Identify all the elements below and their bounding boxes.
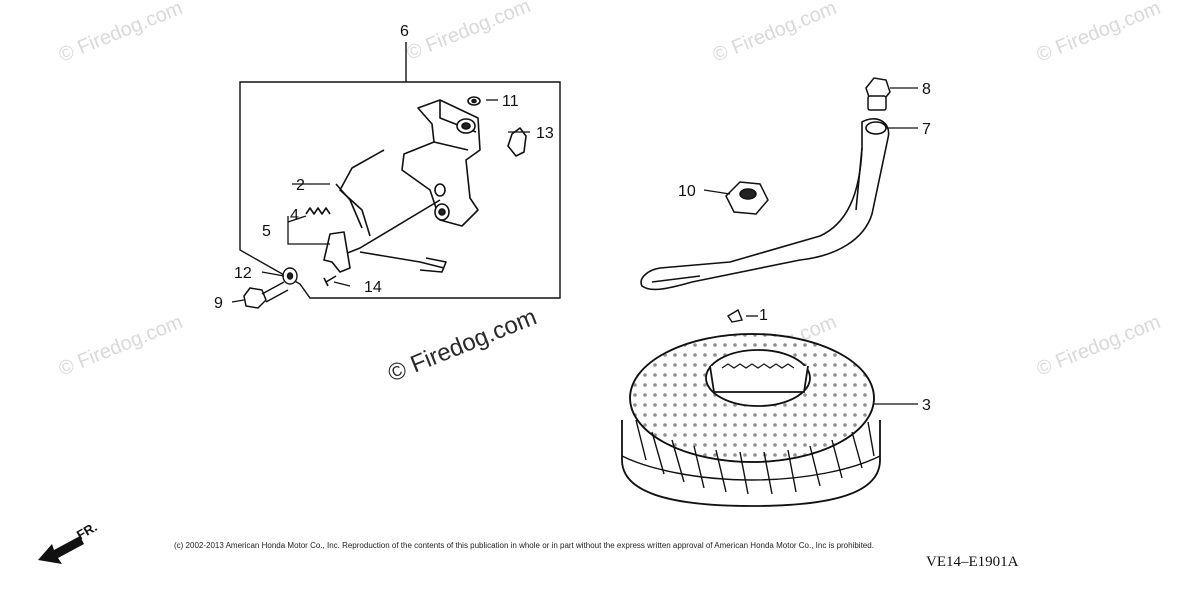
cover-arm-7	[640, 118, 890, 291]
callout-6: 6	[400, 23, 409, 40]
watermarks: © Firedog.com © Firedog.com © Firedog.co…	[56, 0, 1164, 388]
callout-4: 4	[290, 207, 299, 224]
flywheel-3	[621, 333, 881, 507]
callout-14: 14	[364, 279, 382, 296]
watermark-text: © Firedog.com	[1034, 311, 1164, 381]
diagram-code: VE14–E1901A	[926, 554, 1019, 570]
callout-8: 8	[922, 81, 931, 98]
watermark-text: © Firedog.com	[56, 311, 186, 381]
bolt-9	[243, 281, 289, 309]
callout-9: 9	[214, 295, 223, 312]
collar-8	[865, 77, 891, 111]
watermark-text: © Firedog.com	[1034, 0, 1164, 67]
nut-10	[725, 181, 769, 215]
washer-12	[282, 267, 298, 285]
callout-5: 5	[262, 223, 271, 240]
front-direction-arrow-icon: FR.	[38, 519, 100, 564]
callout-10: 10	[678, 183, 696, 200]
copyright-notice: (c) 2002-2013 American Honda Motor Co., …	[174, 541, 874, 550]
callout-2: 2	[296, 177, 305, 194]
callout-12: 12	[234, 265, 252, 282]
callout-13: 13	[536, 125, 554, 142]
callout-1: 1	[759, 307, 768, 324]
key-1	[727, 308, 743, 323]
watermark-text: © Firedog.com	[56, 0, 186, 67]
watermark-main: © Firedog.com	[384, 303, 540, 387]
leader-lines	[231, 87, 918, 405]
callout-3: 3	[922, 397, 931, 414]
callout-7: 7	[922, 121, 931, 138]
watermark-text: © Firedog.com	[710, 0, 840, 67]
callouts: 1 2 3 4 5 6 7 8 9 10 11 12 13 14	[214, 23, 931, 414]
watermark-text: © Firedog.com	[404, 0, 534, 65]
assembly-6-frame	[239, 42, 561, 299]
callout-11: 11	[502, 93, 519, 110]
governor-linkage	[305, 96, 527, 287]
